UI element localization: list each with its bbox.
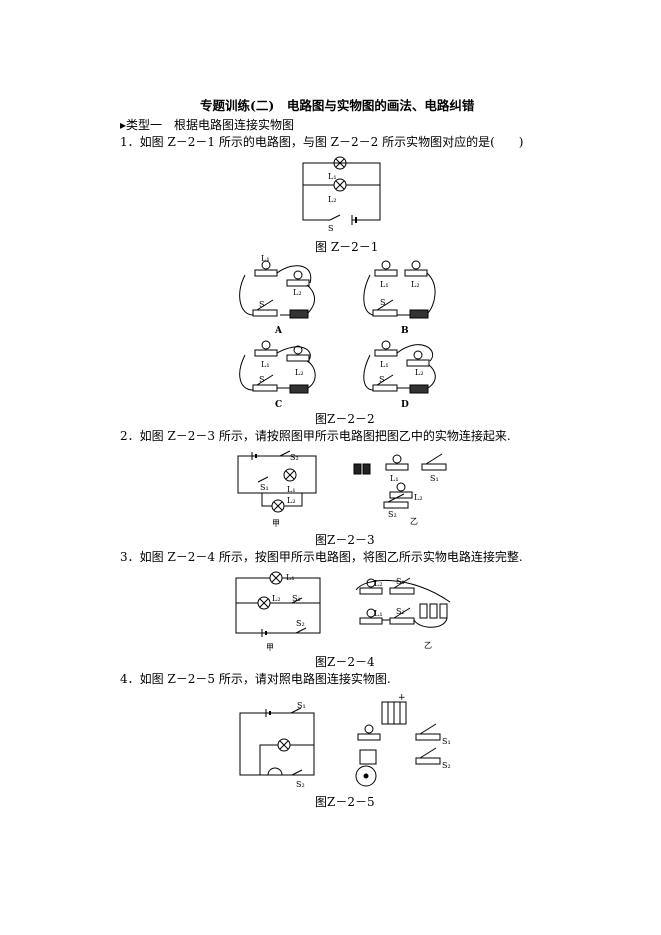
fig4-label-l2: L₂ (272, 594, 281, 603)
physical-parts-z-2-4-yi: L₂ S₁ L₁ S₂ 乙 (355, 577, 451, 650)
fig4-label-jia: 甲 (266, 643, 274, 652)
caption-z-2-3: 图Z－2－3 (315, 533, 375, 547)
b-label-s: S (380, 298, 385, 307)
fig4b-label-s1: S₁ (396, 577, 405, 586)
fig3-label-l1: L₁ (287, 485, 296, 494)
c-label-s: S (259, 375, 264, 384)
option-a-label: A (274, 326, 283, 336)
physical-circuits-z-2-2: L₁ L₂ S A L₁ L₂ S B L₁ L₂ S C L₁ L₂ S D (239, 254, 436, 410)
b-label-l2: L₂ (411, 280, 420, 289)
fig3b-label-yi: 乙 (410, 517, 418, 526)
a-label-l1: L₁ (261, 254, 270, 263)
d-label-s: S (379, 375, 384, 384)
option-c-label: C (275, 400, 282, 410)
fig3-label-s1: S₁ (260, 483, 269, 492)
fig4b-label-l1: L₁ (374, 609, 383, 618)
page-title: 专题训练(二) 电路图与实物图的画法、电路纠错 (200, 98, 475, 113)
circuit-diagram-z-2-3-jia: S₂ S₁ L₁ L₂ 甲 (237, 450, 317, 528)
fig4b-label-l2: L₂ (374, 579, 383, 588)
option-d-label: D (401, 400, 409, 410)
fig3-label-s2: S₂ (290, 453, 299, 462)
fig3b-label-s2: S₂ (388, 510, 397, 519)
section-heading: ▸类型一 根据电路图连接实物图 (120, 118, 295, 132)
fig4-label-s2: S₂ (296, 619, 305, 628)
fig3b-label-l1: L₁ (390, 474, 399, 483)
option-b-label: B (401, 326, 409, 336)
question-2: 2．如图 Z－2－3 所示，请按照图甲所示电路图把图乙中的实物连接起来. (120, 429, 511, 443)
circuit-diagram-z-2-4-jia: L₁ L₂ S₁ S₂ 甲 (235, 571, 321, 652)
caption-z-2-2: 图Z－2－2 (315, 412, 375, 426)
fig5-label-s1: S₁ (297, 701, 306, 710)
caption-z-2-4: 图Z－2－4 (315, 655, 375, 669)
battery-plus-label: + (398, 693, 406, 703)
fig4-label-l1: L₁ (286, 573, 295, 582)
c-label-l1: L₁ (261, 360, 270, 369)
fig3-label-l2: L₂ (287, 496, 296, 505)
physical-parts-z-2-5: + S₁ S₂ (355, 693, 451, 787)
fig4b-label-s2: S₂ (396, 607, 405, 616)
fig5-label-s2: S₂ (296, 780, 305, 789)
b-label-l1: L₁ (380, 280, 389, 289)
d-label-l1: L₁ (380, 360, 389, 369)
label-l2: L₂ (328, 195, 337, 204)
fig4-label-s1: S₁ (292, 594, 301, 603)
fig5b-label-s1: S₁ (442, 737, 451, 746)
circuit-diagram-z-2-1: L₁ L₂ S (302, 156, 381, 233)
question-1: 1．如图 Z－2－1 所示的电路图，与图 Z－2－2 所示实物图对应的是( ) (120, 135, 524, 149)
d-label-l2: L₂ (415, 368, 424, 377)
fig3-label-jia: 甲 (272, 519, 280, 528)
physical-parts-z-2-3-yi: L₁ S₁ L₂ S₂ 乙 (353, 453, 447, 526)
fig3b-label-l2: L₂ (414, 493, 423, 502)
fig3b-label-s1: S₁ (430, 474, 439, 483)
a-label-l2: L₂ (293, 288, 302, 297)
caption-z-2-5: 图Z－2－5 (315, 795, 375, 809)
question-4: 4．如图 Z－2－5 所示，请对照电路图连接实物图. (120, 672, 391, 686)
label-l1: L₁ (328, 172, 337, 181)
a-label-s: S (259, 300, 264, 309)
fig5b-label-s2: S₂ (442, 761, 451, 770)
question-3: 3．如图 Z－2－4 所示，按图甲所示电路图，将图乙所示实物电路连接完整. (120, 550, 523, 564)
c-label-l2: L₂ (295, 368, 304, 377)
label-s: S (328, 224, 333, 233)
caption-z-2-1: 图 Z－2－1 (315, 240, 379, 254)
fig4b-label-yi: 乙 (424, 641, 432, 650)
circuit-diagram-z-2-5: S₁ S₂ (239, 701, 315, 789)
